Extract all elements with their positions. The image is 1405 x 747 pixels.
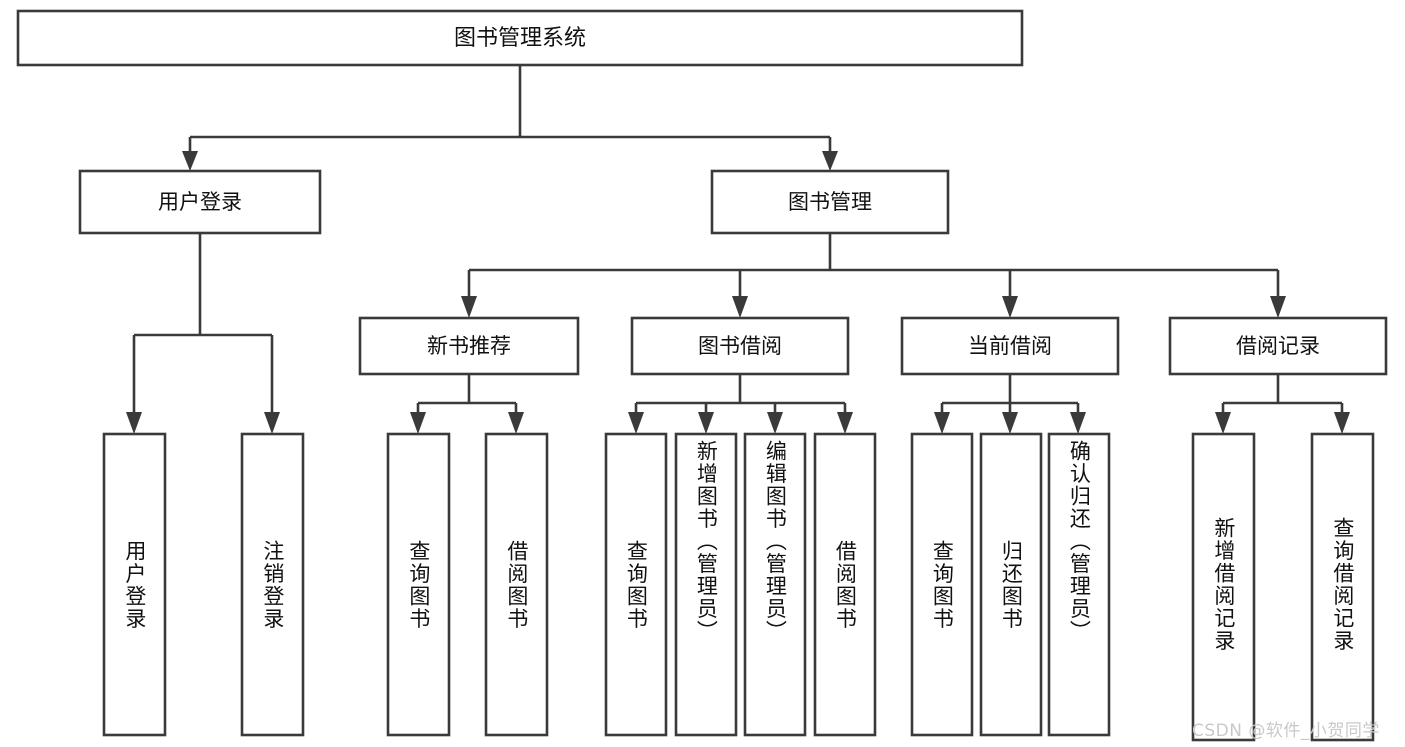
arrowhead-user-login	[182, 151, 198, 171]
node-borrow-record-label: 借阅记录	[1236, 334, 1320, 358]
node-book-borrow-box[interactable]	[630, 316, 850, 376]
node-leaf-query-record-box[interactable]	[1310, 432, 1375, 742]
arrowhead-bookborrow-leaf-3	[767, 412, 783, 434]
arrowhead-leaf-user-login	[126, 412, 142, 434]
arrowhead-current-borrow	[1002, 296, 1018, 318]
node-root-box[interactable]	[16, 9, 1024, 67]
node-current-borrow-box[interactable]	[900, 316, 1120, 376]
arrowhead-borrowrecord-leaf-1	[1215, 412, 1231, 434]
node-current-borrow-label: 当前借阅	[968, 334, 1052, 358]
node-leaf-confirm-return-box[interactable]	[1047, 432, 1111, 737]
arrowhead-currentborrow-leaf-1	[934, 412, 950, 434]
node-leaf-return-book-box[interactable]	[979, 432, 1043, 737]
arrowhead-new-book-recommend	[461, 296, 477, 318]
node-new-book-recommend-label: 新书推荐	[427, 334, 511, 358]
node-leaf-borrow-book-1-box[interactable]	[484, 432, 549, 737]
arrowhead-borrowrecord-leaf-2	[1334, 412, 1350, 434]
node-leaf-query-book-1-box[interactable]	[386, 432, 451, 737]
arrowhead-book-manage	[822, 151, 838, 171]
arrowhead-currentborrow-leaf-3	[1070, 412, 1086, 434]
arrowhead-leaf-logout	[264, 412, 280, 434]
node-leaf-query-book-3-box[interactable]	[910, 432, 974, 737]
node-layer: 图书管理系统 用户登录 图书管理 新书推荐 图书借阅 当前借阅 借阅记录	[16, 9, 1388, 742]
node-leaf-edit-book-box[interactable]	[743, 432, 807, 737]
arrowhead-bookborrow-leaf-4	[837, 412, 853, 434]
arrowhead-bookborrow-leaf-2	[698, 412, 714, 434]
node-leaf-query-book-2-box[interactable]	[604, 432, 668, 737]
node-borrow-record-box[interactable]	[1168, 316, 1388, 376]
arrowhead-borrow-record	[1270, 296, 1286, 318]
node-book-borrow-label: 图书借阅	[698, 334, 782, 358]
node-book-manage-box[interactable]	[710, 169, 950, 235]
node-leaf-borrow-book-2-box[interactable]	[813, 432, 877, 737]
node-leaf-user-login-box[interactable]	[102, 432, 167, 737]
node-book-manage-label: 图书管理	[788, 190, 872, 214]
arrowhead-newbook-leaf-1	[410, 412, 426, 434]
arrowhead-bookborrow-leaf-1	[628, 412, 644, 434]
csdn-watermark: CSDN @软件_小贺同学	[1192, 721, 1380, 741]
node-root-label: 图书管理系统	[454, 26, 586, 51]
node-leaf-add-record-box[interactable]	[1191, 432, 1256, 742]
arrowhead-currentborrow-leaf-2	[1002, 412, 1018, 434]
node-leaf-add-book-box[interactable]	[674, 432, 738, 737]
connector-layer	[126, 65, 1350, 434]
node-user-login-box[interactable]	[78, 169, 322, 235]
node-new-book-recommend-box[interactable]	[358, 316, 580, 376]
arrowhead-book-borrow	[732, 296, 748, 318]
node-user-login-label: 用户登录	[158, 190, 242, 214]
node-leaf-logout-box[interactable]	[240, 432, 305, 737]
arrowhead-newbook-leaf-2	[508, 412, 524, 434]
